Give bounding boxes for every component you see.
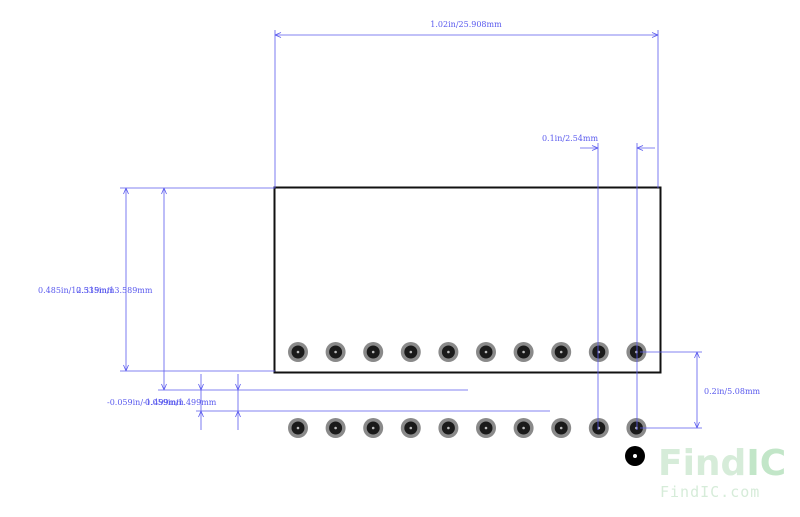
pin-row-top	[288, 342, 647, 362]
pin-pad-bottom	[551, 418, 572, 438]
pin-pad-top	[363, 342, 384, 362]
height-a-label: 0.485in/12.319mm	[38, 286, 115, 295]
watermark-url: FindIC.com	[660, 483, 760, 501]
height-b-arrow-bottom	[161, 383, 167, 391]
pin-center	[559, 350, 563, 354]
pitch-arrow-left	[591, 145, 599, 151]
pin-pad-top	[476, 342, 496, 362]
height-b-label: 0.535in/13.589mm	[76, 286, 153, 295]
pin-center	[447, 350, 450, 354]
pin-center	[334, 426, 337, 430]
pin-center	[334, 350, 337, 354]
pin-center	[371, 426, 375, 430]
watermark-brand-main: Find	[658, 443, 746, 484]
pin-center	[447, 426, 450, 430]
pin-pad-bottom	[363, 418, 384, 438]
pin-pad-bottom	[476, 418, 496, 438]
pin-pad-top	[400, 342, 421, 362]
watermark-brand: FindIC	[658, 443, 786, 484]
pin-pad-bottom	[288, 418, 308, 438]
width-label: 1.02in/25.908mm	[430, 20, 502, 29]
pin-row-bottom	[288, 418, 647, 438]
pin-center	[371, 350, 375, 354]
row-arrow-top	[694, 351, 700, 359]
pin-center	[559, 426, 563, 430]
pin-pad-bottom	[513, 418, 534, 438]
pitch-label: 0.1in/2.54mm	[542, 134, 599, 143]
pin-center	[522, 350, 525, 354]
pin-pad-top	[325, 342, 346, 362]
pin-center	[522, 426, 525, 430]
pin-pad-top	[513, 342, 534, 362]
width-arrow-right	[651, 32, 659, 38]
pin-center	[484, 350, 488, 354]
row-spacing-label: 0.2in/5.08mm	[704, 387, 761, 396]
pin-pad-bottom	[438, 418, 459, 438]
pin-pad-bottom	[588, 418, 609, 438]
offset-a-label: -0.059in/-1.499mm	[107, 398, 184, 407]
pin-center	[484, 426, 488, 430]
pitch-arrow-right	[636, 145, 644, 151]
pin-pad-bottom	[400, 418, 421, 438]
pin-pad-top	[551, 342, 572, 362]
offset-b-label: 0.059in/1.499mm	[145, 398, 217, 407]
pin-one-marker-dot	[633, 454, 637, 458]
pin-center	[409, 426, 413, 430]
row-arrow-bottom	[694, 421, 700, 429]
component-outline	[273, 186, 662, 374]
watermark: FindIC FindIC.com	[658, 443, 786, 501]
width-arrow-left	[274, 32, 282, 38]
pin-center	[296, 426, 300, 430]
pin-pad-top	[288, 342, 308, 362]
height-b-arrow-top	[161, 187, 167, 195]
offset-a-arrow	[198, 383, 204, 418]
pin-pad-top	[438, 342, 459, 362]
height-a-arrow-bottom	[123, 364, 129, 372]
height-a-arrow-top	[123, 187, 129, 195]
watermark-brand-accent: IC	[746, 443, 786, 484]
pin-pad-bottom	[325, 418, 346, 438]
offset-b-arrow	[235, 383, 241, 418]
pin-pad-top	[588, 342, 609, 362]
pin-center	[409, 350, 413, 354]
pin-center	[296, 350, 300, 354]
